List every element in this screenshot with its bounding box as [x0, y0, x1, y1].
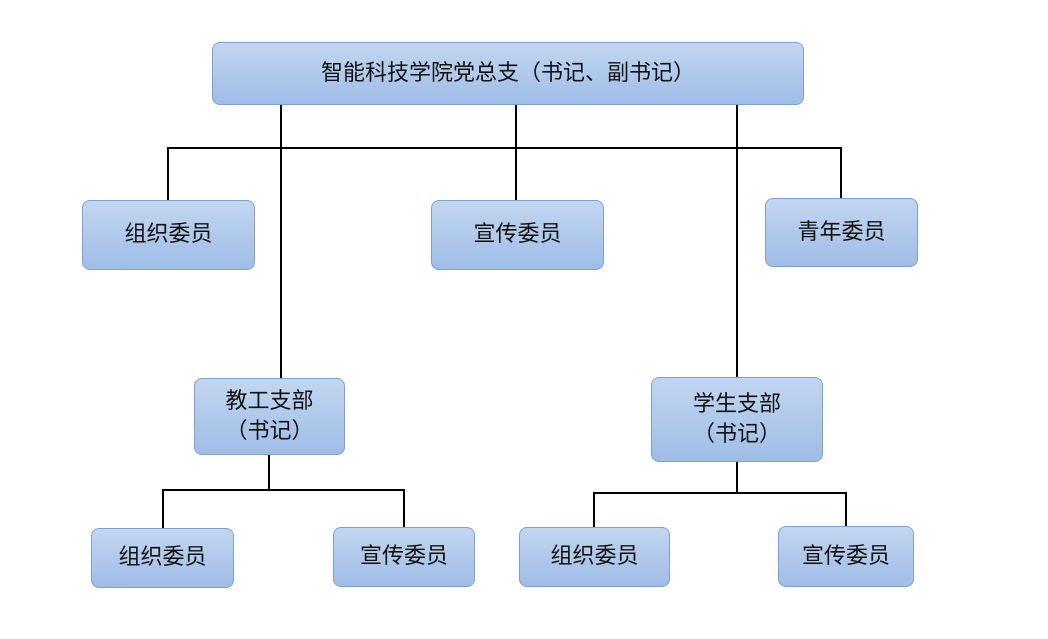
node-youth-committee-label: 青年委员: [797, 219, 886, 245]
node-propaganda-committee: 宣传委员: [431, 200, 604, 270]
node-faculty-propaganda-committee: 宣传委员: [333, 527, 475, 587]
node-faculty-branch-name: 教工支部: [225, 388, 314, 414]
node-party-general-branch: 智能科技学院党总支（书记、副书记）: [212, 42, 804, 105]
node-youth-committee: 青年委员: [765, 198, 918, 267]
node-organization-committee: 组织委员: [82, 200, 255, 270]
node-student-branch-role: （书记）: [692, 421, 781, 447]
node-faculty-organization-committee: 组织委员: [91, 528, 234, 588]
node-faculty-branch: 教工支部 （书记）: [194, 378, 345, 455]
node-student-organization-committee: 组织委员: [519, 527, 670, 587]
node-propaganda-committee-label: 宣传委员: [473, 222, 562, 247]
node-student-branch-name: 学生支部: [692, 391, 781, 417]
node-party-general-branch-label: 智能科技学院党总支（书记、副书记）: [320, 60, 695, 86]
node-faculty-propaganda-committee-label: 宣传委员: [359, 544, 448, 569]
node-student-branch: 学生支部 （书记）: [651, 377, 823, 462]
node-faculty-organization-committee-label: 组织委员: [118, 545, 207, 570]
node-student-propaganda-committee-label: 宣传委员: [801, 543, 890, 569]
node-faculty-branch-role: （书记）: [225, 418, 314, 444]
node-student-propaganda-committee: 宣传委员: [778, 526, 914, 587]
node-student-organization-committee-label: 组织委员: [550, 544, 639, 569]
node-organization-committee-label: 组织委员: [124, 222, 213, 247]
